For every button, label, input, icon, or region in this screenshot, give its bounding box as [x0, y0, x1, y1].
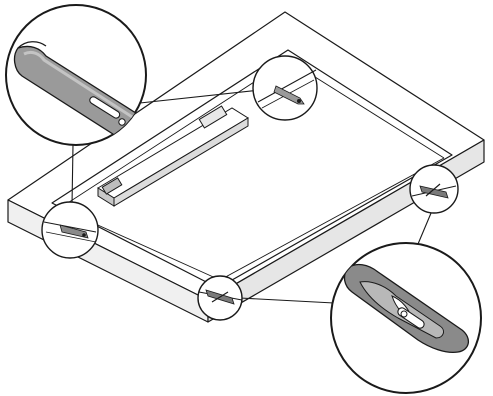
clip-marker-bottom	[198, 276, 242, 320]
clip-marker-top	[253, 56, 317, 120]
clip-detail-rivet	[119, 119, 125, 125]
clip-detail2-rivet	[401, 311, 407, 317]
callout-bottom-right	[331, 243, 481, 393]
clip-marker-right	[410, 165, 458, 213]
leader-br-to-bottom-clip	[240, 298, 334, 303]
clip-marker-left	[42, 202, 98, 258]
